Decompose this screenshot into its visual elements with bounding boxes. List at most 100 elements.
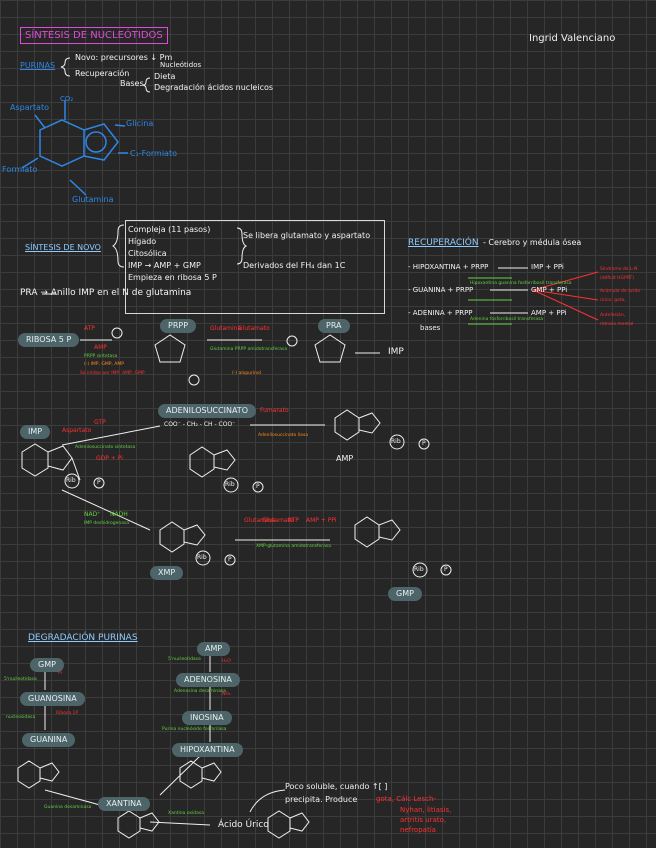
recup-note: retraso mental bbox=[600, 322, 634, 327]
pra-pill: PRA bbox=[318, 319, 350, 333]
rib-label: Rib bbox=[197, 554, 207, 561]
recup-reaction-2: - GUANINA + PRPP bbox=[408, 286, 474, 294]
recup-note: úrico: gota, bbox=[600, 298, 626, 303]
xmp-pill: XMP bbox=[150, 566, 184, 580]
degradacion-title: DEGRADACIÓN PURINAS bbox=[28, 633, 138, 643]
deg-rojo2: Nyhan, litiasis, bbox=[400, 806, 452, 814]
deg-pnp: Purina nucleósido fosforilasa bbox=[162, 727, 227, 732]
imp-dh: IMP deshidrogenasa bbox=[84, 521, 130, 526]
ring-glicina: Glicina bbox=[126, 119, 154, 128]
recup-bases: bases bbox=[420, 324, 441, 332]
recup-enzyme-2: Adenina fosforribosil transferasa bbox=[470, 317, 544, 322]
pathway-inhib: (-) IMP, GMP, AMP bbox=[84, 362, 124, 367]
novo-pra: PRA → Anillo IMP en el N de glutamina bbox=[20, 288, 192, 298]
deg-inosina: INOSINA bbox=[182, 711, 232, 725]
nucleotidos-label: Nucleótidos bbox=[160, 61, 202, 69]
deg-acido-urico: Ácido Úrico bbox=[218, 820, 269, 830]
pathway-amp: AMP bbox=[94, 344, 107, 351]
ring-formiato1: C₁-Formiato bbox=[130, 149, 177, 158]
novo-derivados: Derivados del FH₄ dan 1C bbox=[243, 261, 346, 270]
pathway-prpp-sintetasa: PRPP sintetasa bbox=[84, 354, 118, 359]
deg-hipoxantina: HIPOXANTINA bbox=[172, 743, 243, 757]
deg-adenosina: ADENOSINA bbox=[176, 673, 240, 687]
deg-xantina: XANTINA bbox=[98, 797, 150, 811]
recup-reaction-3: - ADENINA + PRPP bbox=[408, 309, 473, 317]
deg-amp: AMP bbox=[197, 642, 231, 656]
deg-gmp: GMP bbox=[30, 658, 64, 672]
recup-note: Autolesión, bbox=[600, 313, 626, 318]
prpp-pill: PRPP bbox=[160, 319, 197, 333]
imp-pill: IMP bbox=[20, 425, 51, 439]
pathway-imp: IMP bbox=[388, 347, 404, 357]
rib-label: Rib bbox=[225, 481, 235, 488]
gmp-sint: XMP-glutamina amidotransferasa bbox=[256, 544, 331, 549]
deg-ad: Adenosina desaminasa bbox=[174, 689, 226, 694]
gmp-atp: ATP bbox=[288, 517, 299, 524]
recuperacion-title: RECUPERACIÓN bbox=[408, 238, 479, 248]
gmp-amp: AMP + PPi bbox=[306, 517, 337, 524]
novo-item: Compleja (11 pasos) bbox=[128, 225, 211, 234]
deg-nucleotidasa: 5'nucleotidasa bbox=[4, 677, 37, 682]
deg-rojo4: nefropatía bbox=[400, 826, 436, 834]
pathway-atp: ATP bbox=[84, 325, 95, 332]
recup-note: (déficit HGPRT) bbox=[600, 276, 635, 281]
imp-nadh: NADH bbox=[110, 511, 128, 518]
deg-nh3: NH₃ bbox=[222, 692, 231, 697]
deg-guanina: GUANINA bbox=[22, 733, 76, 747]
p-label: P bbox=[97, 479, 101, 486]
gmp-glut: Glutamina bbox=[244, 517, 276, 524]
pathway-glutamina: Glutamina bbox=[210, 325, 242, 332]
pathway-enz-pra: Glutamina PRPP amidotransferasa bbox=[210, 347, 288, 352]
deg-pi: Pi bbox=[58, 671, 62, 676]
pathway-enz-inhib: Se inhibe por IMP, AMP, GMP bbox=[80, 371, 145, 376]
recup-product-2: GMP + PPi bbox=[531, 286, 568, 294]
p-label: P bbox=[256, 483, 260, 490]
recup-note: Síndrome de L-N bbox=[600, 267, 638, 272]
deg-gota: gota, Cálc Lesch- bbox=[376, 795, 436, 803]
p-label: P bbox=[228, 556, 232, 563]
gmp-glu: Glutamato bbox=[262, 517, 294, 524]
rib-label: Rib bbox=[66, 477, 76, 484]
deg-nucleotidasa-2: 5'nucleotidasa bbox=[168, 657, 201, 662]
ring-formiato2: Formiato bbox=[2, 165, 38, 174]
deg-poco-soluble: Poco soluble, cuando ↑[ ] bbox=[285, 782, 388, 791]
degradacion-line: Degradación ácidos nucleicos bbox=[154, 83, 274, 92]
deg-ribosa: Ribosa 1P bbox=[56, 711, 79, 716]
page-title: SÍNTESIS DE NUCLEÓTIDOS bbox=[20, 27, 168, 44]
bases-label: Bases bbox=[120, 79, 144, 88]
amp-label: AMP bbox=[336, 454, 354, 463]
rib-label: Rib bbox=[391, 438, 401, 445]
novo-box bbox=[125, 220, 385, 314]
adenilosuccinato-pill: ADENILOSUCCINATO bbox=[158, 404, 256, 418]
deg-guanosina: GUANOSINA bbox=[20, 692, 85, 706]
recup-note: Acúmulo de ácido bbox=[600, 289, 641, 294]
imp-nad: NAD⁺ bbox=[84, 511, 101, 518]
recup-product-1: IMP + PPi bbox=[531, 263, 564, 271]
recup-enzyme-1: Hipoxantina guanina fosforribosil transf… bbox=[470, 281, 572, 286]
novo-item: Citosólica bbox=[128, 249, 167, 258]
p-label: P bbox=[444, 566, 448, 573]
imp-gtp: GTP bbox=[94, 419, 106, 426]
deg-rojo3: artritis urato, bbox=[400, 816, 447, 824]
ring-aspartato: Aspartato bbox=[10, 103, 49, 112]
rib-label: Rib bbox=[414, 566, 424, 573]
purinas-label: PURINAS bbox=[20, 61, 56, 70]
dieta-label: Dieta bbox=[154, 72, 176, 81]
imp-enz-sint: Adenilosuccinato sintetasa bbox=[75, 445, 136, 450]
novo-label: SÍNTESIS DE NOVO bbox=[25, 243, 101, 252]
novo-libera: Se libera glutamato y aspartato bbox=[243, 231, 371, 240]
author-name: Ingrid Valenciano bbox=[529, 33, 616, 44]
novo-item: Hígado bbox=[128, 237, 157, 246]
imp-fumarato: Fumarato bbox=[260, 407, 289, 414]
imp-enz-liasa: Adenilosuccinato liasa bbox=[258, 433, 309, 438]
deg-precipita: precipita. Produce bbox=[285, 795, 358, 804]
novo-item: Empieza en ribosa 5 P bbox=[128, 273, 217, 282]
pathway-glutamato: Glutamato bbox=[238, 325, 270, 332]
ribosa-pill: RIBOSA 5 P bbox=[18, 333, 80, 347]
recuperacion-line: Recuperación bbox=[75, 69, 130, 78]
ring-co2: CO₂ bbox=[60, 95, 74, 103]
recup-reaction-1: - HIPOXANTINA + PRPP bbox=[408, 263, 489, 271]
p-label: P bbox=[422, 440, 426, 447]
imp-gdp: GDP + Pi bbox=[96, 455, 123, 462]
